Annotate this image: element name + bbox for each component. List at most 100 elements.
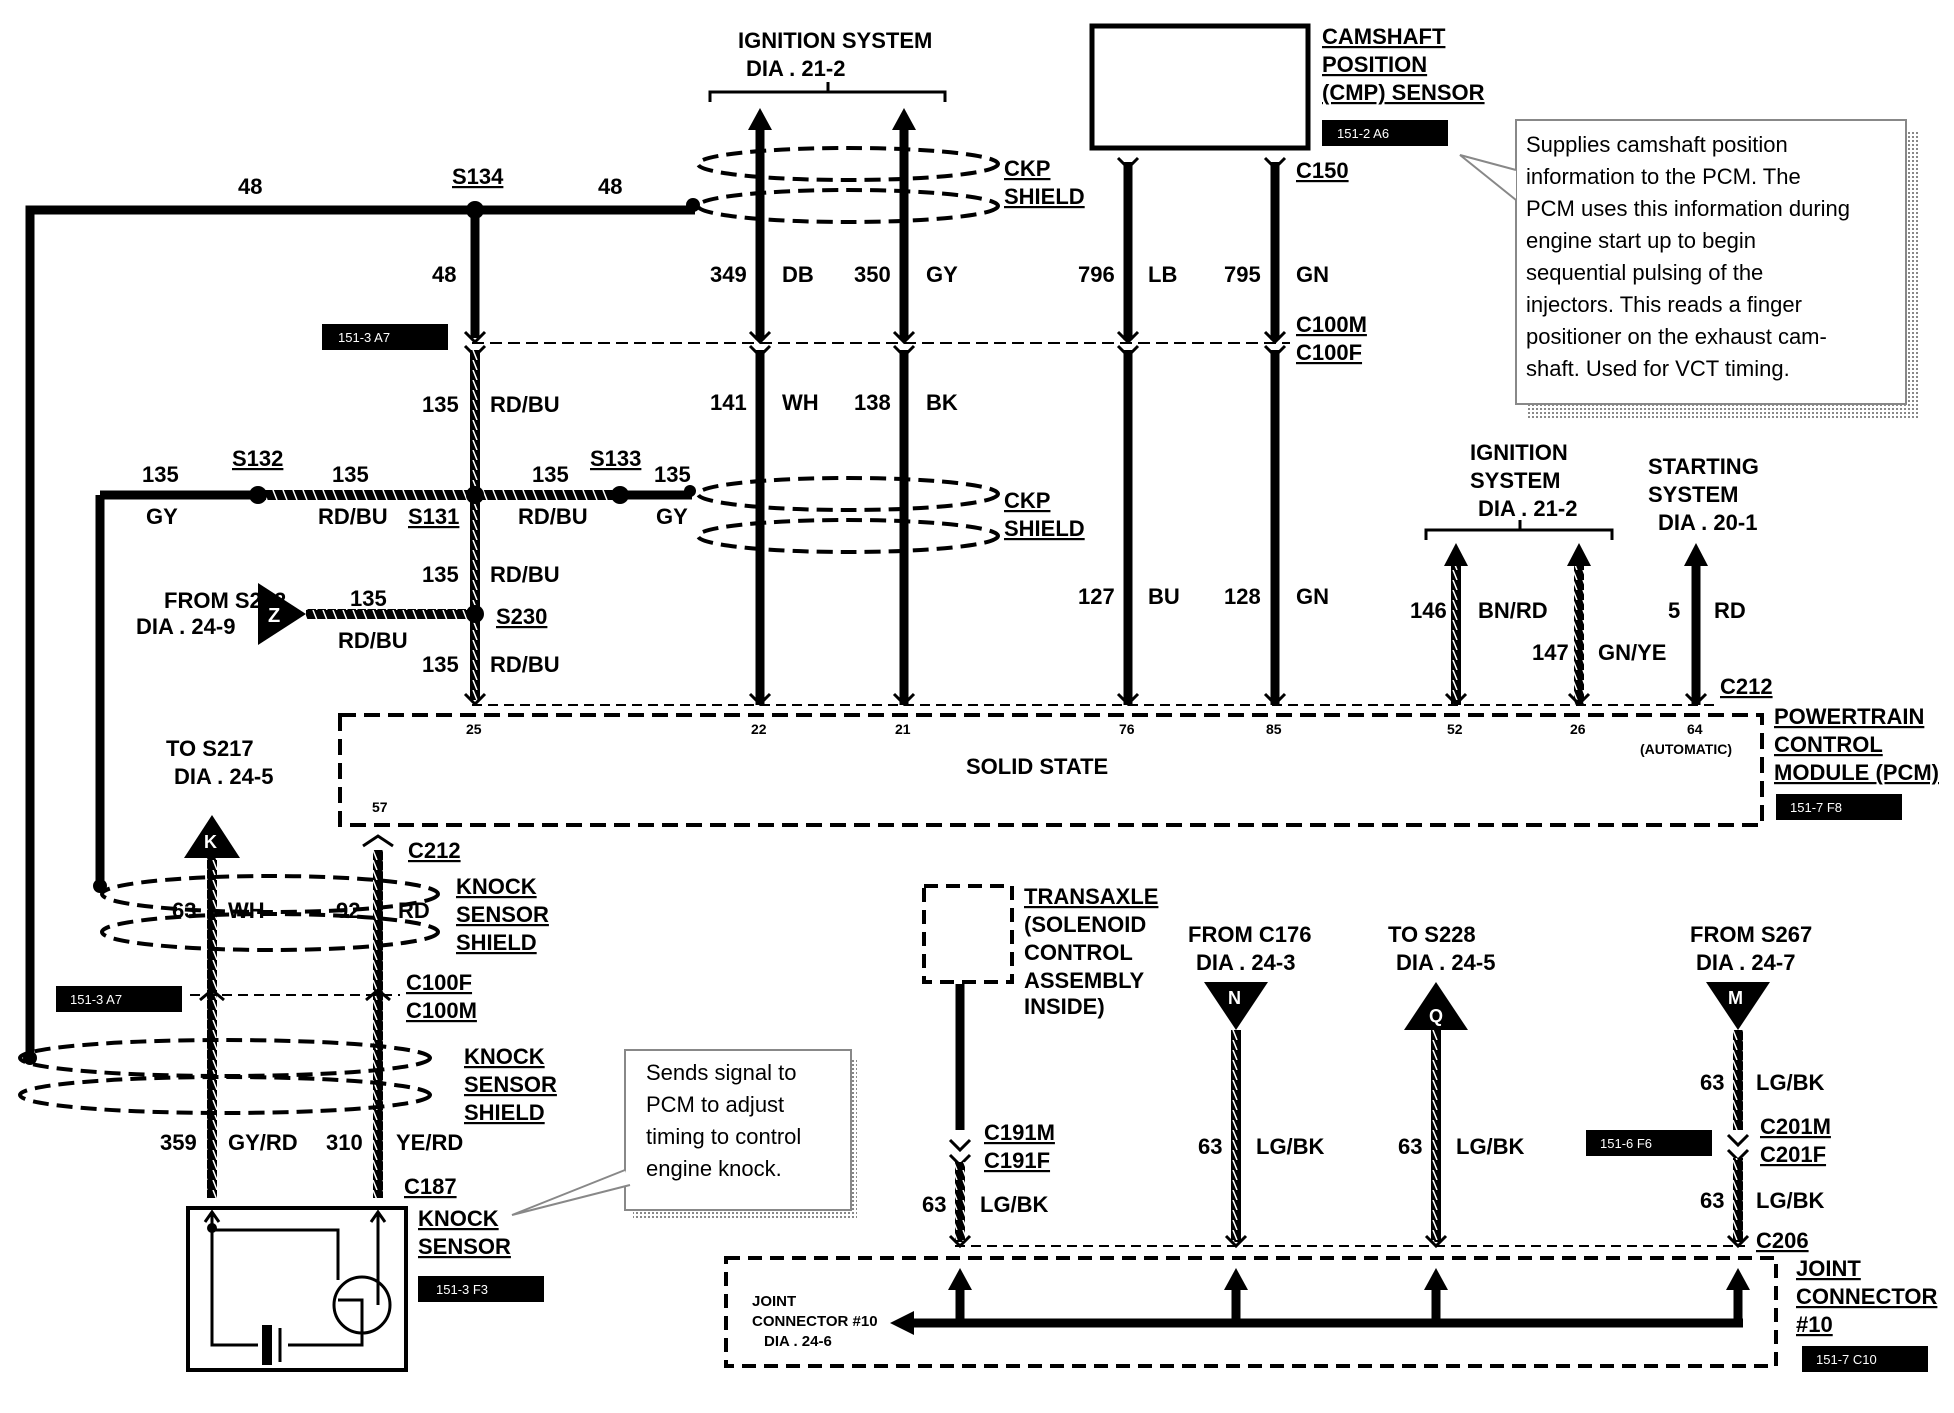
callout-cmp-box — [1515, 119, 1907, 405]
c150-pin-2 — [1263, 156, 1287, 171]
c191-pins — [948, 1138, 972, 1168]
from-s267-l2: DIA . 24-7 — [1696, 950, 1795, 975]
splice-s230 — [466, 605, 484, 623]
knock-sensor-l2: SENSOR — [418, 1234, 511, 1259]
knock-shield-2-lower — [18, 1075, 432, 1115]
s230-label: S230 — [496, 604, 547, 629]
s228-wire-color: LG/BK — [1456, 1134, 1525, 1159]
to-s228-l2: DIA . 24-5 — [1396, 950, 1495, 975]
s267-wire-1-num: 63 — [1700, 1070, 1724, 1095]
ign-right-l1: IGNITION — [1470, 440, 1568, 465]
callout-knock-pointer — [511, 1169, 631, 1216]
c191f-label: C191F — [984, 1148, 1050, 1173]
c100-knock-pins — [199, 988, 391, 1002]
shield-drain-mid — [684, 485, 696, 497]
joint-connector-box — [724, 1256, 1778, 1368]
ckp-shield-top-lower — [696, 188, 1000, 224]
callout-cmp-line-2: information to the PCM. The — [1526, 164, 1801, 189]
ckp-shield-top-l2: SHIELD — [1004, 184, 1085, 209]
callout-knock-line-3: timing to control — [646, 1124, 801, 1149]
c206-pins — [948, 1234, 1750, 1249]
callout-cmp-line-6: injectors. This reads a finger — [1526, 292, 1802, 317]
wire-796-num: 796 — [1078, 262, 1115, 287]
knock-sensor-symbol — [203, 1209, 392, 1347]
callout-knock-line-1: Sends signal to — [646, 1060, 796, 1085]
wire-795-num: 795 — [1224, 262, 1261, 287]
arrow-349 — [748, 108, 772, 130]
knock-c100f-label: C100F — [406, 970, 472, 995]
pcm-pin-26: 26 — [1570, 721, 1586, 737]
c100-ref: 151-3 A7 — [338, 330, 390, 345]
joint-title-1: JOINT — [1796, 1256, 1861, 1281]
joint-inner-l3: DIA . 24-6 — [764, 1333, 832, 1350]
knock-wire-359-color: GY/RD — [228, 1130, 298, 1155]
s267-wire-1-color: LG/BK — [1756, 1070, 1825, 1095]
c176-wire-color: LG/BK — [1256, 1134, 1325, 1159]
wire-63-c176 — [1231, 1030, 1241, 1242]
c150-pin-1 — [1116, 156, 1140, 171]
from-s267-l1: FROM S267 — [1690, 922, 1812, 947]
wire-135-h-num: 135 — [422, 652, 459, 677]
wire-147-color: GN/YE — [1598, 640, 1666, 665]
wire-92-knock — [373, 850, 383, 1198]
knock-c187-label: C187 — [404, 1174, 457, 1199]
transaxle-l3: CONTROL — [1024, 940, 1133, 965]
wire-63-s228 — [1431, 1030, 1441, 1242]
pcm-c212-label: C212 — [1720, 674, 1773, 699]
arrow-146 — [1444, 543, 1468, 566]
ignition-bracket — [708, 90, 947, 102]
pcm-pin-57: 57 — [372, 799, 388, 815]
s133-label: S133 — [590, 446, 641, 471]
ref-tag-knock-c100 — [56, 986, 182, 1012]
wire-63-transaxle — [955, 1162, 965, 1242]
ref-tag-c100 — [322, 324, 448, 350]
wire-135-g-color: RD/BU — [338, 628, 408, 653]
wire-141-num: 141 — [710, 390, 747, 415]
starting-l1: STARTING — [1648, 454, 1759, 479]
c100f-label: C100F — [1296, 340, 1362, 365]
knock-wire-310-num: 310 — [326, 1130, 363, 1155]
knock-sensor-box — [186, 1206, 408, 1372]
ckp-shield-mid-l2: SHIELD — [1004, 516, 1085, 541]
knock-wire-92-num: 92 — [336, 898, 360, 923]
cmp-title-3: (CMP) SENSOR — [1322, 80, 1485, 105]
wire-135-d-color: RD/BU — [518, 504, 588, 529]
ckp-shield-mid-lower — [696, 518, 1000, 554]
wire-135-vertical — [470, 350, 480, 700]
knock-shield-1-l3: SHIELD — [456, 930, 537, 955]
wire-147 — [1574, 562, 1584, 705]
knock-c100-ref: 151-3 A7 — [70, 992, 122, 1007]
wire-5-color: RD — [1714, 598, 1746, 623]
pcm-pin-52: 52 — [1447, 721, 1463, 737]
cmp-sensor-box — [1089, 23, 1311, 151]
s267-wire-2-color: LG/BK — [1756, 1188, 1825, 1213]
wire-146 — [1451, 562, 1461, 705]
from-s267-triangle — [1706, 982, 1770, 1030]
pcm-ref: 151-7 F8 — [1790, 800, 1842, 815]
s131-label: S131 — [408, 504, 459, 529]
wire-138-color: BK — [926, 390, 958, 415]
to-s217-l1: TO S217 — [166, 736, 254, 761]
joint-bus-arrow — [890, 1311, 914, 1335]
starting-l3: DIA . 20-1 — [1658, 510, 1757, 535]
c100m-label: C100M — [1296, 312, 1367, 337]
c176-wire-num: 63 — [1198, 1134, 1222, 1159]
knock-wire-359-num: 359 — [160, 1130, 197, 1155]
wire-138-num: 138 — [854, 390, 891, 415]
wire-135-c-num: 135 — [332, 462, 369, 487]
knock-wire-92-color: RD — [398, 898, 430, 923]
pcm-pin-21: 21 — [895, 721, 911, 737]
from-s212-l1: FROM S212 — [164, 588, 286, 613]
transaxle-wire-color: LG/BK — [980, 1192, 1049, 1217]
s267-wire-2-num: 63 — [1700, 1188, 1724, 1213]
ckp-shield-top-upper — [696, 146, 1000, 182]
ckp-shield-mid-upper — [696, 476, 1000, 512]
transaxle-l5: INSIDE) — [1024, 994, 1105, 1019]
knock-shield-drain-2 — [23, 1051, 37, 1065]
wire-128-num: 128 — [1224, 584, 1261, 609]
knock-shield-2-upper — [18, 1038, 432, 1078]
wire-350-num: 350 — [854, 262, 891, 287]
callout-cmp-line-8: shaft. Used for VCT timing. — [1526, 356, 1790, 381]
joint-ref: 151-7 C10 — [1816, 1352, 1877, 1367]
transaxle-wire-num: 63 — [922, 1192, 946, 1217]
